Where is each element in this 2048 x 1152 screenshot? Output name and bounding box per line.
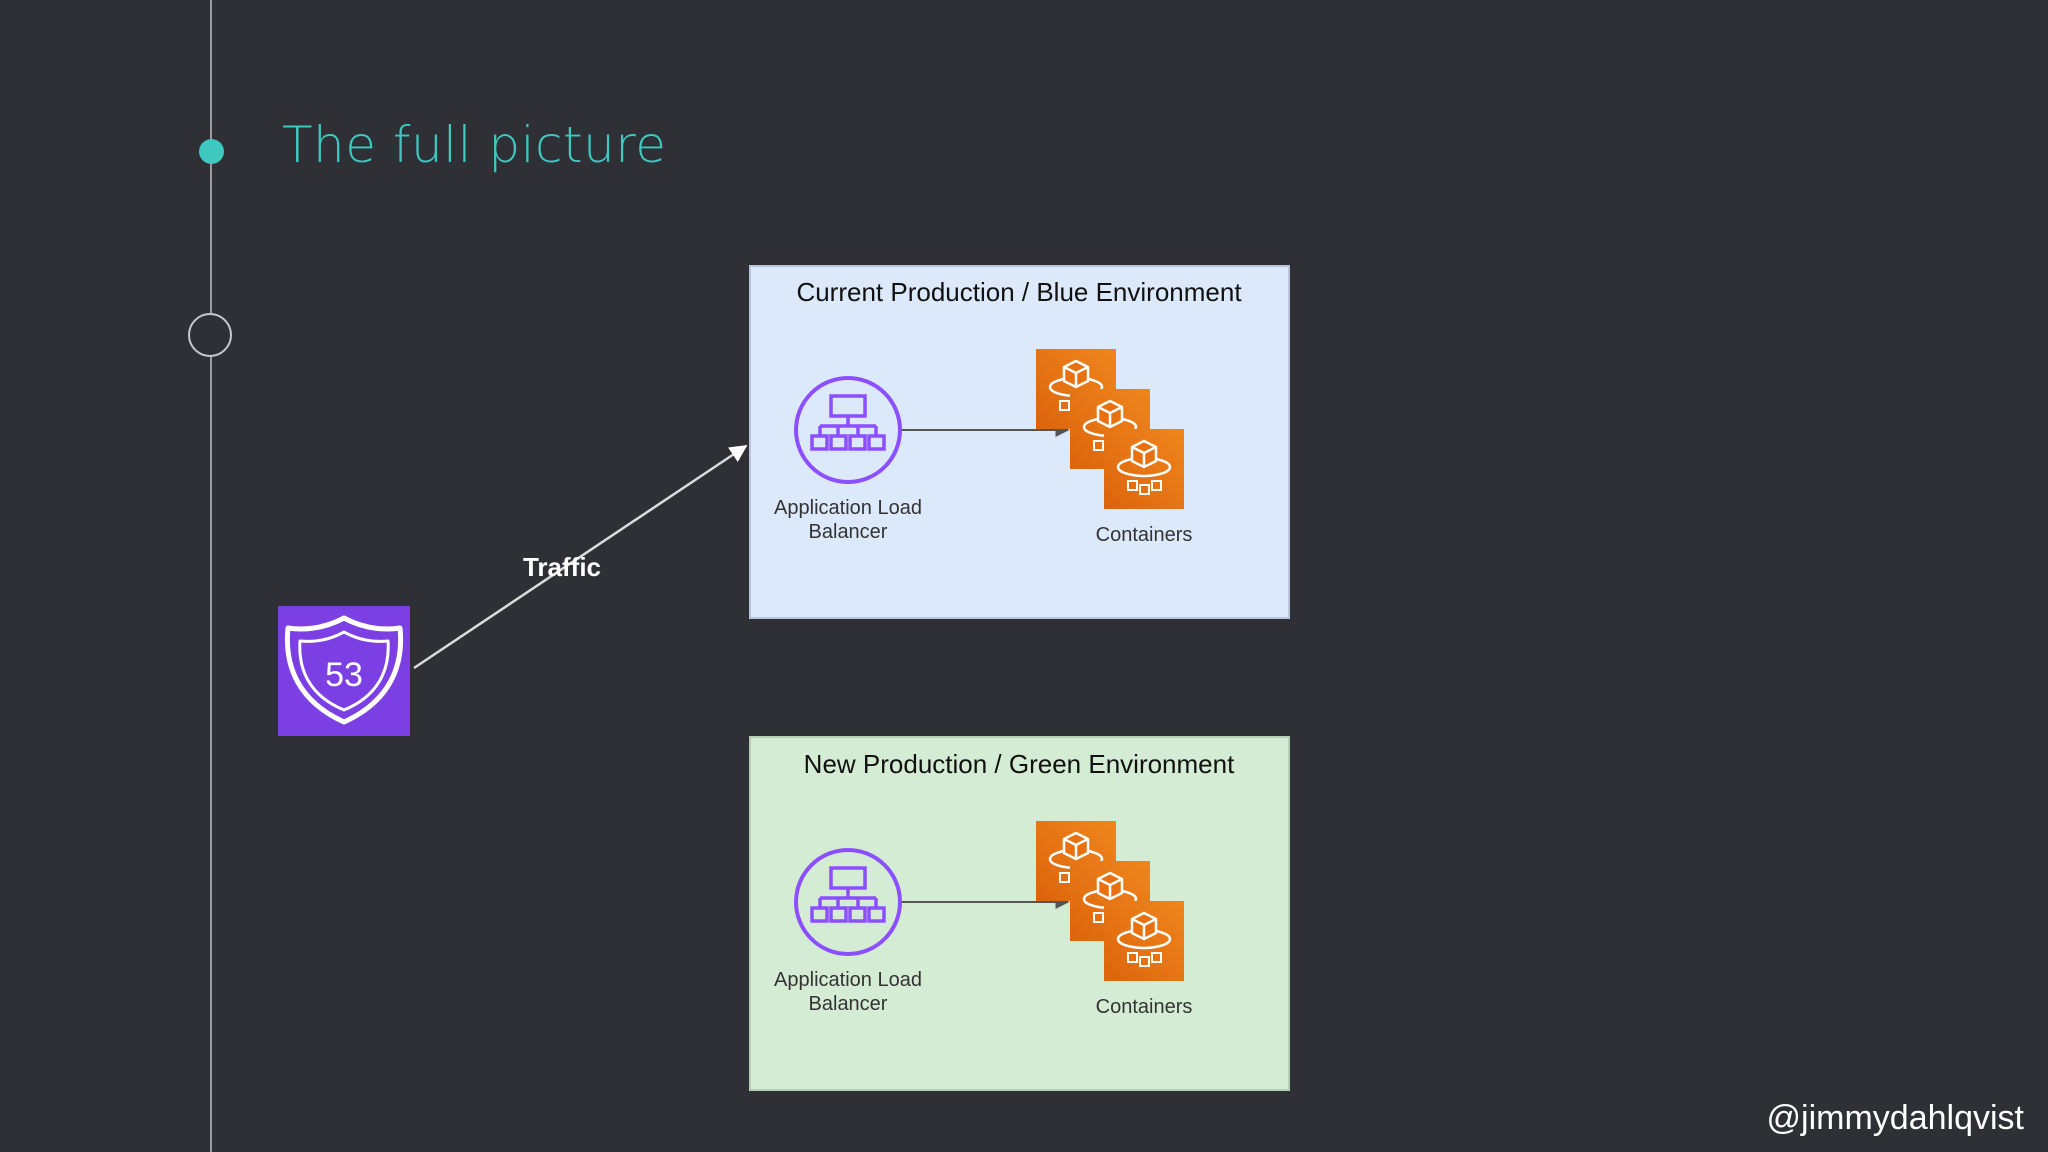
author-handle: @jimmydahlqvist [1766,1099,2024,1137]
alb-label-line1: Application Load [774,969,922,991]
green-environment: New Production / Green Environment Appli… [749,736,1290,1091]
containers-label: Containers [1096,996,1193,1018]
timeline-line [210,0,212,1152]
blue-environment-title: Current Production / Blue Environment [796,277,1242,307]
containers-label: Containers [1096,524,1193,546]
slide-title: The full picture [282,116,667,174]
traffic-label: Traffic [523,552,601,582]
route53-label: 53 [325,656,363,694]
timeline-current-dot [199,139,224,164]
alb-label-line1: Application Load [774,497,922,519]
alb-label-line2: Balancer [809,521,888,543]
blue-environment: Current Production / Blue Environment Ap… [749,265,1290,619]
timeline-next-ring [188,313,232,357]
traffic-arrow [413,444,748,670]
alb-label-line2: Balancer [809,993,888,1015]
route53-icon: 53 [278,606,410,736]
green-environment-title: New Production / Green Environment [804,749,1235,779]
